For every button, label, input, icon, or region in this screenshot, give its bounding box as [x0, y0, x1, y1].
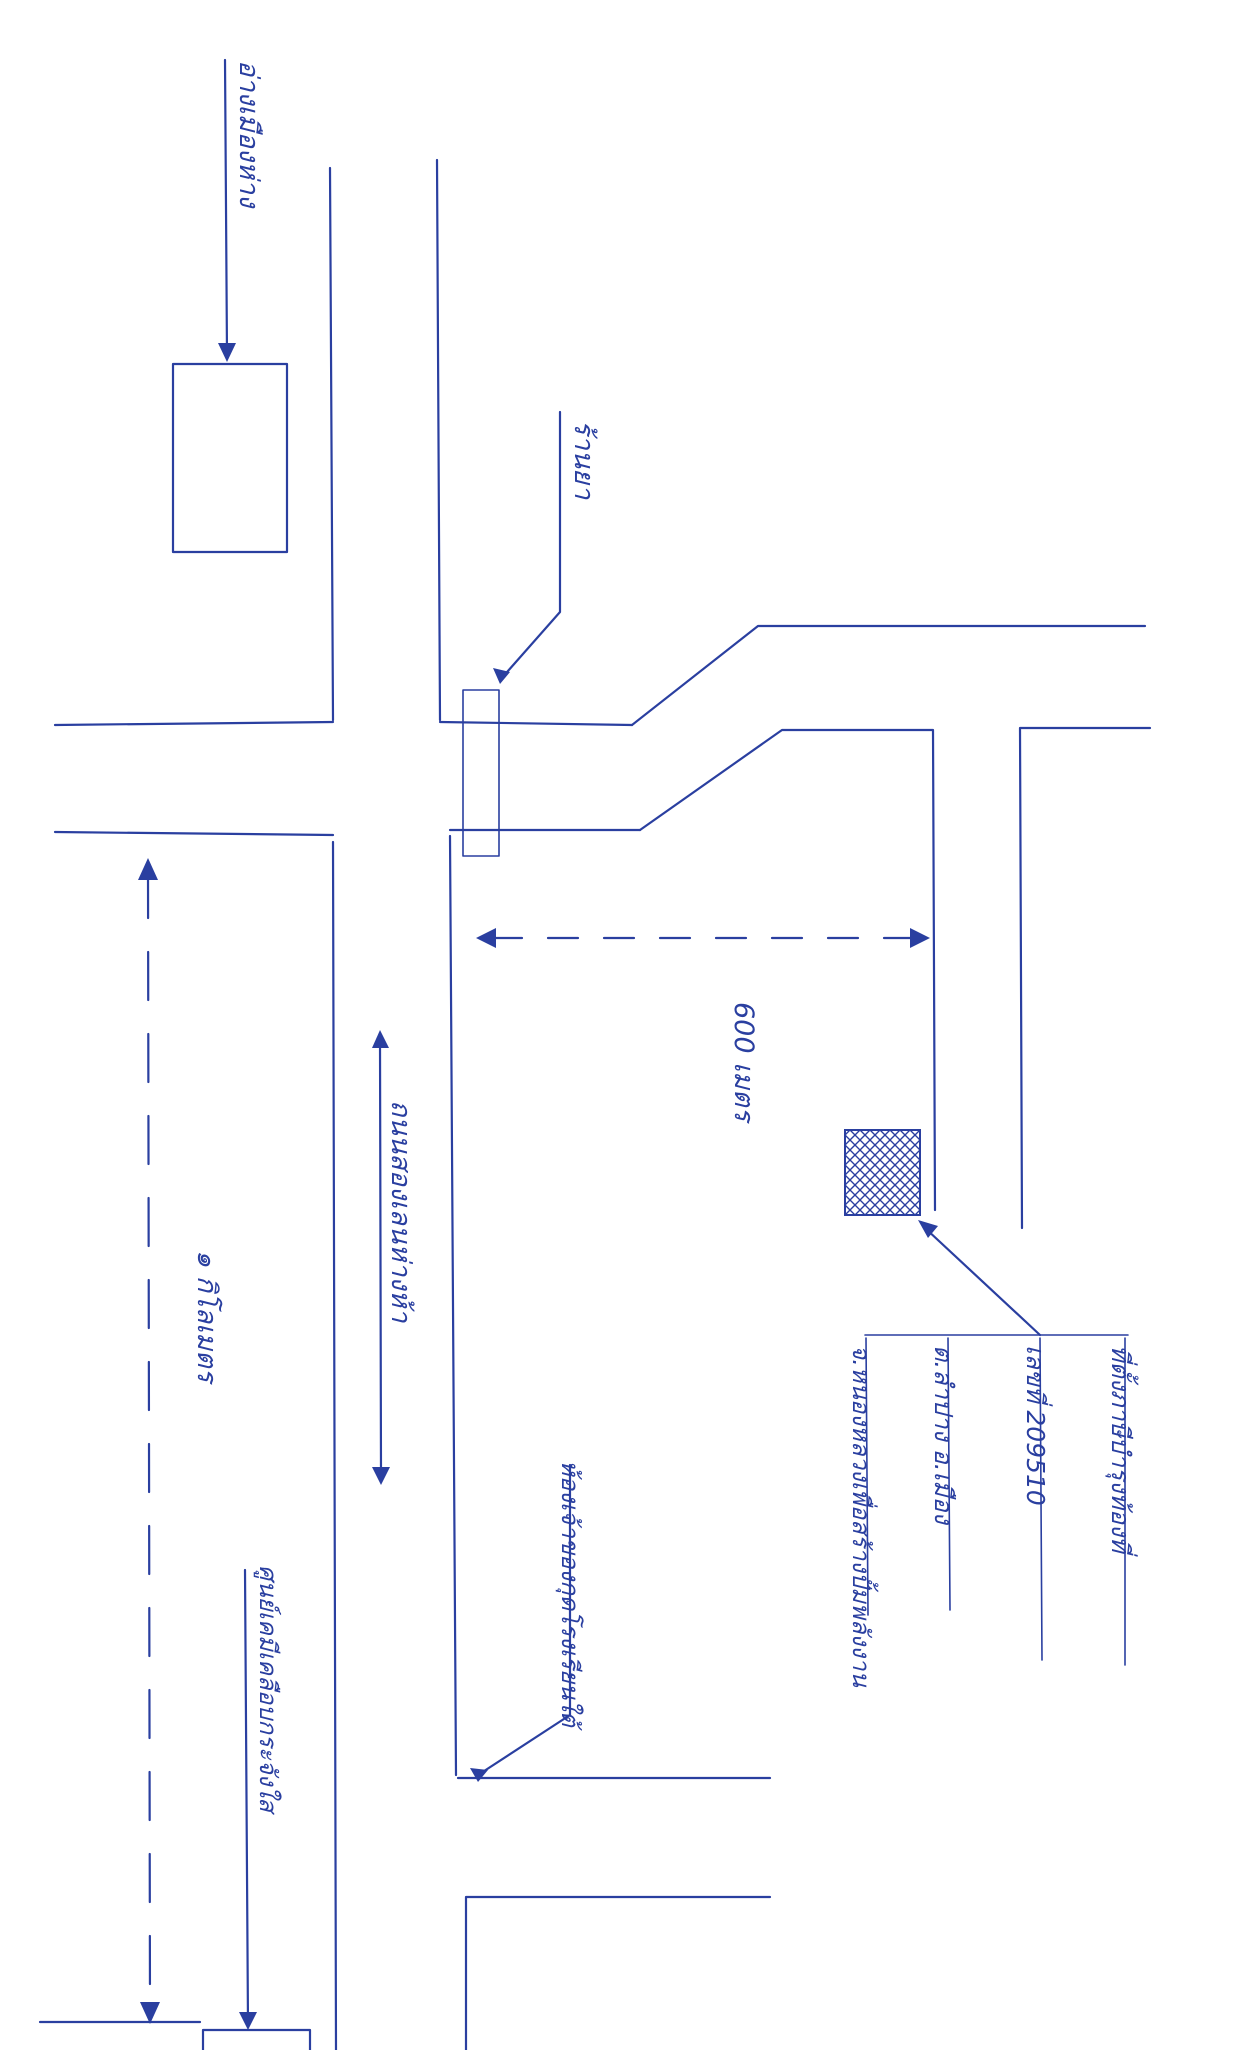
address-line-4 — [865, 1337, 869, 1616]
road-double-arrow-line — [378, 1038, 383, 1477]
distance-1km-label: ๑ กิโลเมตร — [191, 1250, 223, 1386]
map-labels: อ่างเมืองห่าง ร้านยา 600 เมตร ถนนสองเลนห… — [191, 60, 1139, 1815]
address-line-1-text: ที่ตั้งภาษีบำรุงท้องที่ — [1105, 1345, 1139, 1558]
branch-road-lower — [638, 728, 937, 1212]
road-arrow-bottom — [372, 1467, 390, 1485]
target-site-hatched — [844, 1129, 921, 1216]
cross-road-top-edge-right — [438, 720, 634, 727]
center-label: ศูนย์เคมีเคลือบกระจังใส — [253, 1565, 282, 1815]
address-line-3-text: ต.ลำปาง อ.เมือง — [929, 1345, 958, 1526]
pharmacy-building — [462, 689, 500, 857]
road-arrow-top — [372, 1030, 389, 1048]
distance-600-arrow-right — [910, 928, 930, 948]
address-line-2-text: เลขที่ 209510 — [1021, 1345, 1053, 1506]
distance-1km-dashline — [146, 868, 152, 2014]
distance-600-label: 600 เมตร — [728, 1002, 759, 1125]
bottom-lot-corner — [464, 1895, 772, 2050]
school-leader-line — [476, 1463, 572, 1777]
road-label: ถนนสองเลนห่างห้า — [385, 1100, 416, 1323]
wat-leader-line — [223, 58, 229, 357]
right-lot-boundary — [1018, 726, 1152, 1230]
pharmacy-arrow-head — [493, 668, 510, 684]
main-road-edge-left-lower — [448, 834, 458, 1777]
cross-road-bottom-edge — [53, 830, 335, 837]
school-label: ห้องเจ้าของกุดโรงเรียนใต้ — [555, 1460, 584, 1732]
address-leader-line — [923, 1226, 1042, 1337]
left-road-edge-outer — [328, 166, 335, 722]
cross-road-top-edge — [53, 720, 335, 727]
address-line-2 — [1039, 1337, 1043, 1661]
road-network — [38, 158, 1152, 2050]
pharmacy-leader-line — [498, 410, 562, 682]
pharmacy-label: ร้านยา — [568, 420, 599, 500]
address-line-4-text: จ.หนองหลวงเพื่อสร้างปั้มพลังงาน — [847, 1345, 879, 1687]
left-road-edge-outer-lower — [331, 840, 338, 2050]
center-leader-line — [243, 1568, 250, 2027]
main-road-edge-left — [435, 158, 442, 722]
branch-road-upper — [630, 624, 1147, 727]
annotation-arrows — [138, 58, 1129, 2030]
distance-1km-arrow-top — [138, 858, 158, 880]
wat-label: อ่างเมืองห่าง — [233, 60, 264, 209]
wat-arrow-head — [218, 343, 236, 362]
center-arrow-head — [239, 2012, 257, 2030]
address-line-3 — [947, 1337, 951, 1611]
bottom-left-building — [201, 2028, 312, 2050]
school-arrow-head — [470, 1768, 488, 1782]
wat-building — [171, 362, 289, 554]
address-arrow-head — [918, 1220, 938, 1238]
distance-1km-arrow-bottom — [140, 2002, 160, 2024]
distance-600-arrow-left — [476, 928, 496, 948]
